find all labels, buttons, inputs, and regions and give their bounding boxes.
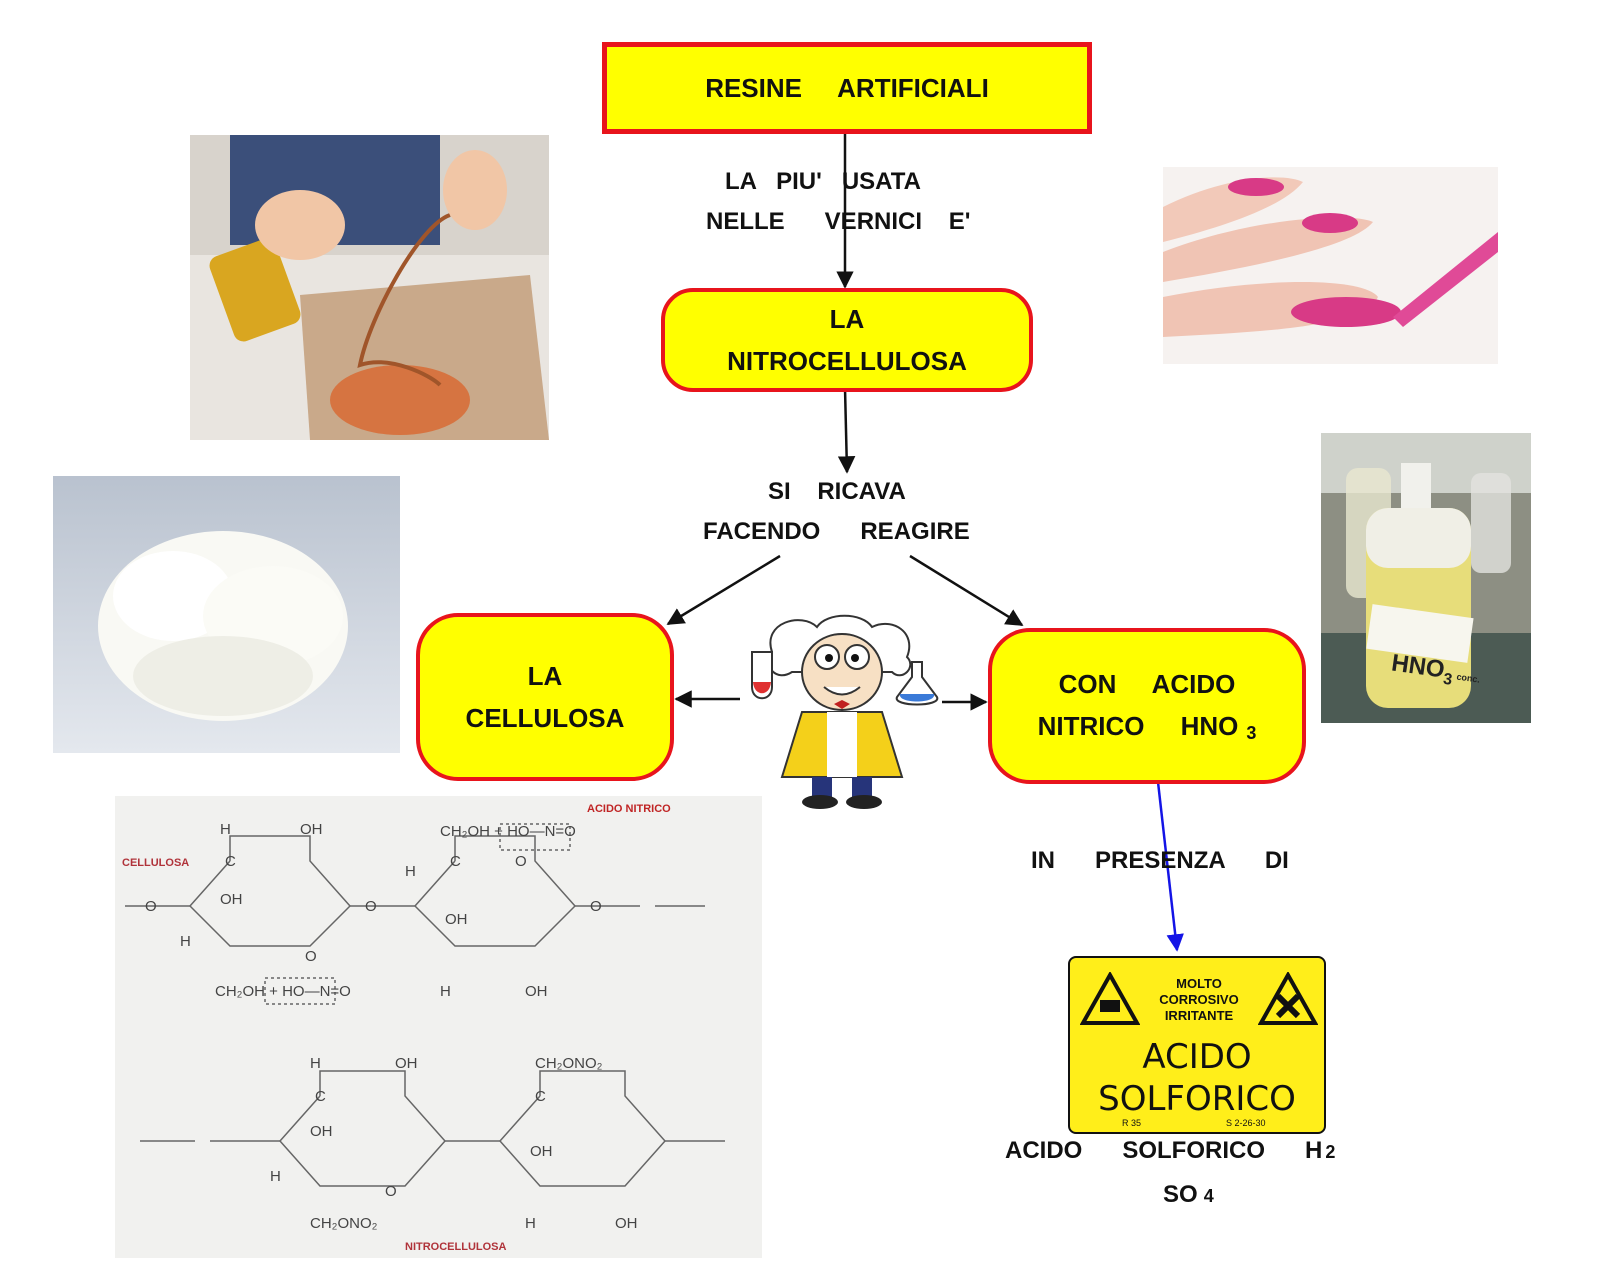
formula-o-2: O (365, 898, 377, 915)
node-nitrocellulosa: LA NITROCELLULOSA (661, 288, 1033, 392)
nail-polish-photo (1163, 167, 1498, 364)
solforico-caption-text2: SO (1163, 1181, 1198, 1208)
spray-paint-photo (190, 135, 549, 440)
formula-h-3: H (405, 863, 416, 880)
nitration-reaction-formula: CH₂OH + HO—N=O CH₂OH + HO—N=O CH₂ONO₂ CH… (115, 796, 762, 1258)
formula-oh-6: OH (310, 1123, 333, 1140)
sign-title-line1: ACIDO (1142, 1037, 1252, 1077)
formula-h-4: H (440, 983, 451, 1000)
formula-h-5: H (310, 1055, 321, 1072)
sign-warn-line2: CORROSIVO (1159, 992, 1239, 1007)
solforico-caption-sub1: 2 (1325, 1142, 1336, 1162)
sign-title: ACIDO SOLFORICO (1070, 1036, 1324, 1120)
irritant-hazard-icon (1258, 972, 1318, 1025)
bottle-label-text: HNO (1389, 649, 1447, 684)
node-acido-nitrico: CON ACIDO NITRICO HNO 3 (988, 628, 1306, 784)
node-resine-label: RESINE ARTIFICIALI (705, 73, 989, 103)
node-acido-sub: 3 (1246, 722, 1257, 743)
formula-mid-group: CH₂OH + HO—N=O (215, 983, 351, 1000)
node-acido-line2: NITRICO HNO 3 (1038, 705, 1257, 750)
sign-warn-line1: MOLTO (1176, 976, 1222, 991)
nail-polish-illustration (1163, 167, 1498, 364)
edge-label-ricava-2: FACENDO REAGIRE (703, 518, 970, 545)
node-acido-line1: CON ACIDO (1058, 668, 1236, 699)
solforico-caption-sub2: 4 (1203, 1186, 1214, 1206)
node-acido-line2-text: NITRICO HNO (1037, 710, 1239, 741)
formula-c-1: C (225, 853, 236, 870)
sign-warning-text: MOLTO CORROSIVO IRRITANTE (1130, 976, 1268, 1024)
solforico-caption-text1: ACIDO SOLFORICO H (1005, 1137, 1323, 1164)
sign-code-left: R 35 (1122, 1118, 1142, 1128)
formula-ono2-bottom: CH₂ONO₂ (310, 1215, 378, 1232)
arrow-ricava-to-acido (909, 554, 1024, 627)
sign-title-line2: SOLFORICO (1098, 1079, 1296, 1119)
node-resine-artificiali: RESINE ARTIFICIALI (602, 42, 1092, 134)
bottle-label-conc: conc. (1455, 671, 1481, 685)
formula-top-group: CH₂OH + HO—N=O (440, 823, 576, 840)
formula-oh-1: OH (300, 821, 323, 838)
formula-tag-acido: ACIDO NITRICO (587, 803, 671, 815)
formula-oh-3: OH (445, 911, 468, 928)
formula-o-7: O (385, 1183, 397, 1200)
edge-label-presenza: IN PRESENZA DI (1031, 847, 1289, 874)
arrow-nitro-to-ricava (837, 387, 856, 474)
scientist-illustration (751, 614, 939, 809)
edge-label-piu-usata-1: LA PIU' USATA (725, 168, 921, 195)
formula-tag-cellulosa: CELLULOSA (122, 857, 189, 869)
formula-ono2-top: CH₂ONO₂ (535, 1055, 603, 1072)
formula-tag-nitro: NITROCELLULOSA (405, 1241, 506, 1253)
edge-label-piu-usata-2: NELLE VERNICI E' (706, 208, 971, 235)
spray-paint-illustration (190, 135, 549, 440)
formula-oh-7: OH (530, 1143, 553, 1160)
formula-c-3: C (315, 1088, 326, 1105)
formula-oh-2: OH (220, 891, 243, 908)
formula-o-4: O (305, 948, 317, 965)
node-nitro-line2: NITROCELLULOSA (727, 346, 967, 376)
formula-h-1: H (220, 821, 231, 838)
formula-drawing: CH₂OH + HO—N=O CH₂OH + HO—N=O CH₂ONO₂ CH… (122, 803, 725, 1253)
formula-o-1: O (145, 898, 157, 915)
formula-oh-5: OH (395, 1055, 418, 1072)
formula-h-7: H (525, 1215, 536, 1232)
arrow-acido-to-solforico (1156, 781, 1184, 952)
scientist-cartoon (742, 612, 942, 812)
bottle-label-sub: 3 (1442, 670, 1454, 689)
formula-c-4: C (535, 1088, 546, 1105)
formula-o-3: O (590, 898, 602, 915)
corrosive-hazard-icon (1080, 972, 1140, 1025)
sign-warn-line3: IRRITANTE (1164, 1008, 1234, 1023)
formula-o-5: O (515, 853, 527, 870)
cellulose-illustration (53, 476, 400, 753)
sign-code-right: S 2-26-30 (1226, 1118, 1266, 1128)
hno3-bottle-illustration (1321, 433, 1531, 723)
formula-oh-4: OH (525, 983, 548, 1000)
node-cell-line1: LA (527, 661, 563, 691)
formula-c-2: C (450, 853, 461, 870)
node-cellulosa: LA CELLULOSA (416, 613, 674, 781)
node-cell-line2: CELLULOSA (465, 703, 625, 733)
formula-h-6: H (270, 1168, 281, 1185)
formula-h-2: H (180, 933, 191, 950)
formula-oh-8: OH (615, 1215, 638, 1232)
acido-solforico-sign: MOLTO CORROSIVO IRRITANTE ACIDO SOLFORIC… (1068, 956, 1326, 1134)
edge-label-ricava-1: SI RICAVA (768, 478, 906, 505)
node-nitro-line1: LA (829, 304, 865, 334)
cellulose-photo (53, 476, 400, 753)
arrow-ricava-to-cellulosa (666, 554, 781, 626)
